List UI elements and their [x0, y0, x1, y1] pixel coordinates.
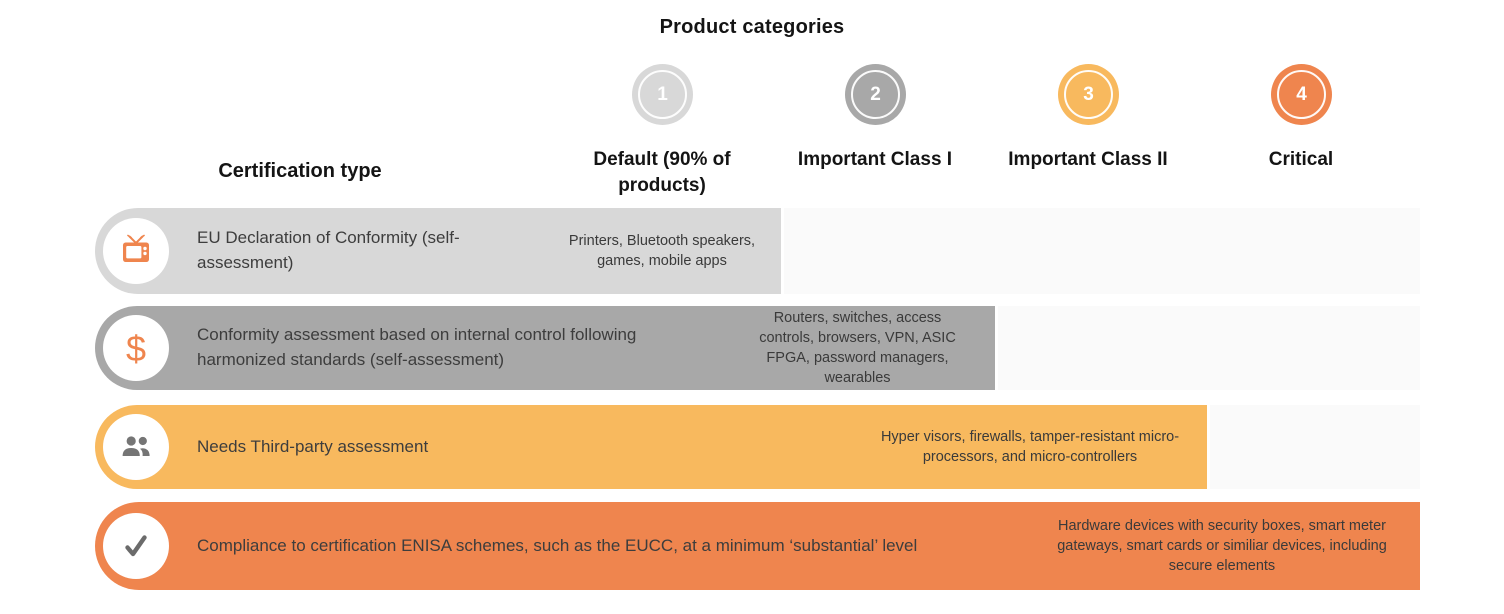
row-track-3	[1210, 405, 1420, 489]
row-label: Needs Third-party assessment	[197, 436, 429, 456]
tv-icon	[123, 234, 149, 262]
row-products-important-2: Hyper visors, firewalls, tamper-resistan…	[880, 429, 1180, 465]
row-label: Conformity assessment based on internal …	[197, 325, 637, 369]
page-title: Product categories	[659, 16, 845, 38]
row-icon-bubble	[103, 513, 169, 579]
category-circle-3: 3	[1058, 64, 1119, 125]
row-label: EU Declaration of Conformity (self-asses…	[197, 228, 460, 272]
row-eu-declaration: EU Declaration of Conformity (self-asses…	[95, 208, 781, 294]
row-third-party: Needs Third-party assessment	[95, 405, 1207, 489]
row-internal-control: $ Conformity assessment based on interna…	[95, 306, 995, 390]
row-products-critical: Hardware devices with security boxes, sm…	[1057, 518, 1387, 574]
category-number-2: 2	[851, 70, 900, 119]
row-icon-bubble	[103, 414, 169, 480]
column-header-important-class-1: Important Class I	[797, 149, 953, 170]
category-circle-2: 2	[845, 64, 906, 125]
row-track-2	[998, 306, 1420, 390]
row-enisa-certification: Compliance to certification ENISA scheme…	[95, 502, 1420, 590]
column-header-critical: Critical	[1268, 149, 1334, 170]
row-icon-bubble: $	[103, 315, 169, 381]
category-circle-4: 4	[1271, 64, 1332, 125]
row-products-important-1: Routers, switches, access controls, brow…	[759, 310, 956, 386]
category-number-4: 4	[1277, 70, 1326, 119]
row-track-1	[784, 208, 1420, 294]
category-number-3: 3	[1064, 70, 1113, 119]
column-header-certification-type: Certification type	[218, 160, 382, 182]
category-circle-1: 1	[632, 64, 693, 125]
people-icon	[122, 436, 150, 456]
category-number-1: 1	[638, 70, 687, 119]
check-icon	[125, 535, 147, 557]
column-header-important-class-2: Important Class II	[1008, 149, 1168, 170]
row-products-default: Printers, Bluetooth speakers, games, mob…	[568, 233, 756, 269]
row-icon-bubble	[103, 218, 169, 284]
column-header-default: Default (90% of products)	[593, 149, 731, 196]
dollar-icon: $	[126, 330, 146, 366]
row-label: Compliance to certification ENISA scheme…	[197, 535, 918, 555]
svg-text:$: $	[126, 330, 146, 366]
